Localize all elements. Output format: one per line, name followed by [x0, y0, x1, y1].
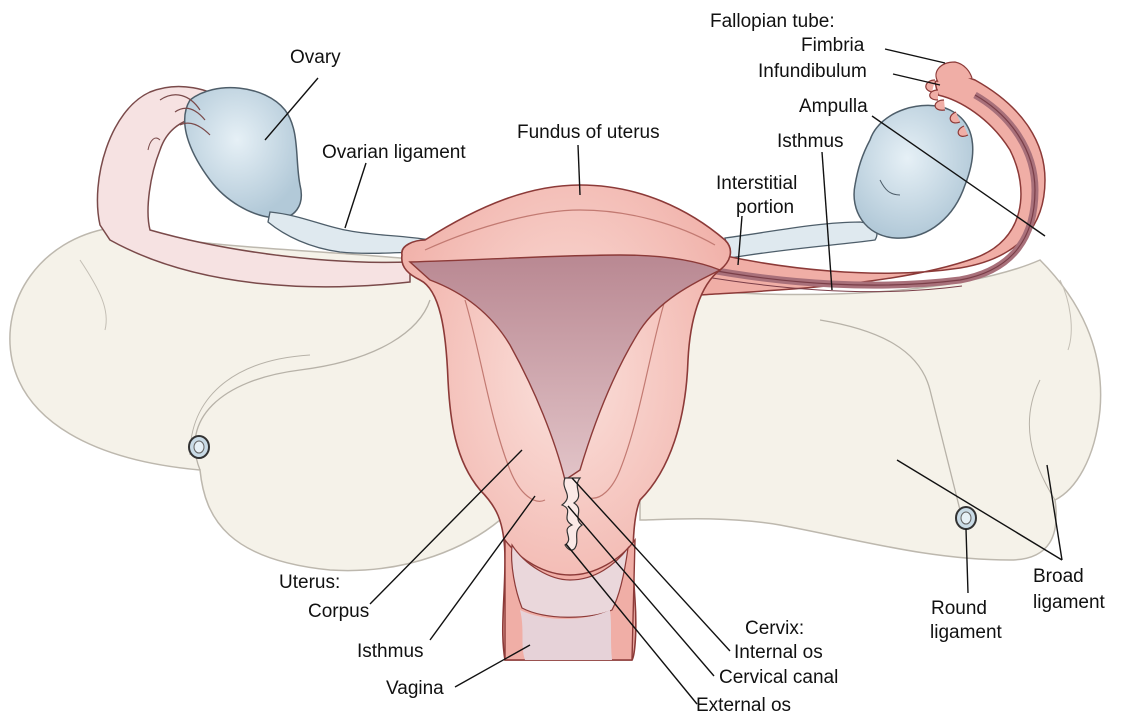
- right-ovary: [854, 105, 973, 238]
- label-vagina: Vagina: [386, 678, 444, 699]
- round-ligament-right-icon: [956, 507, 976, 529]
- right-ovarian-ligament: [725, 222, 877, 258]
- label-cervix: Cervix:: [745, 618, 804, 639]
- label-internal-os: Internal os: [734, 642, 823, 663]
- label-ovary: Ovary: [290, 47, 341, 68]
- label-fundus: Fundus of uterus: [517, 122, 660, 143]
- label-ovarian-ligament: Ovarian ligament: [322, 142, 466, 163]
- label-broad-ligament: ligament: [1033, 592, 1106, 613]
- label-interstitial-portion: portion: [736, 197, 794, 218]
- round-ligament-left-icon: [189, 436, 209, 458]
- label-fimbria: Fimbria: [801, 35, 865, 56]
- label-cervical-canal: Cervical canal: [719, 667, 838, 688]
- broad-ligament-right: [640, 260, 1101, 560]
- left-ovary: [185, 88, 302, 219]
- label-interstitial: Interstitial: [716, 173, 797, 194]
- label-round-ligament: ligament: [930, 622, 1003, 643]
- label-round: Round: [931, 598, 987, 619]
- label-broad: Broad: [1033, 566, 1084, 587]
- label-external-os: External os: [696, 695, 791, 716]
- label-infundibulum: Infundibulum: [758, 61, 867, 82]
- label-corpus: Corpus: [308, 601, 369, 622]
- label-ampulla: Ampulla: [799, 96, 868, 117]
- label-isthmus-tube: Isthmus: [777, 131, 844, 152]
- label-fallopian-tube: Fallopian tube:: [710, 11, 835, 32]
- label-isthmus-uterus: Isthmus: [357, 641, 424, 662]
- label-uterus: Uterus:: [279, 572, 340, 593]
